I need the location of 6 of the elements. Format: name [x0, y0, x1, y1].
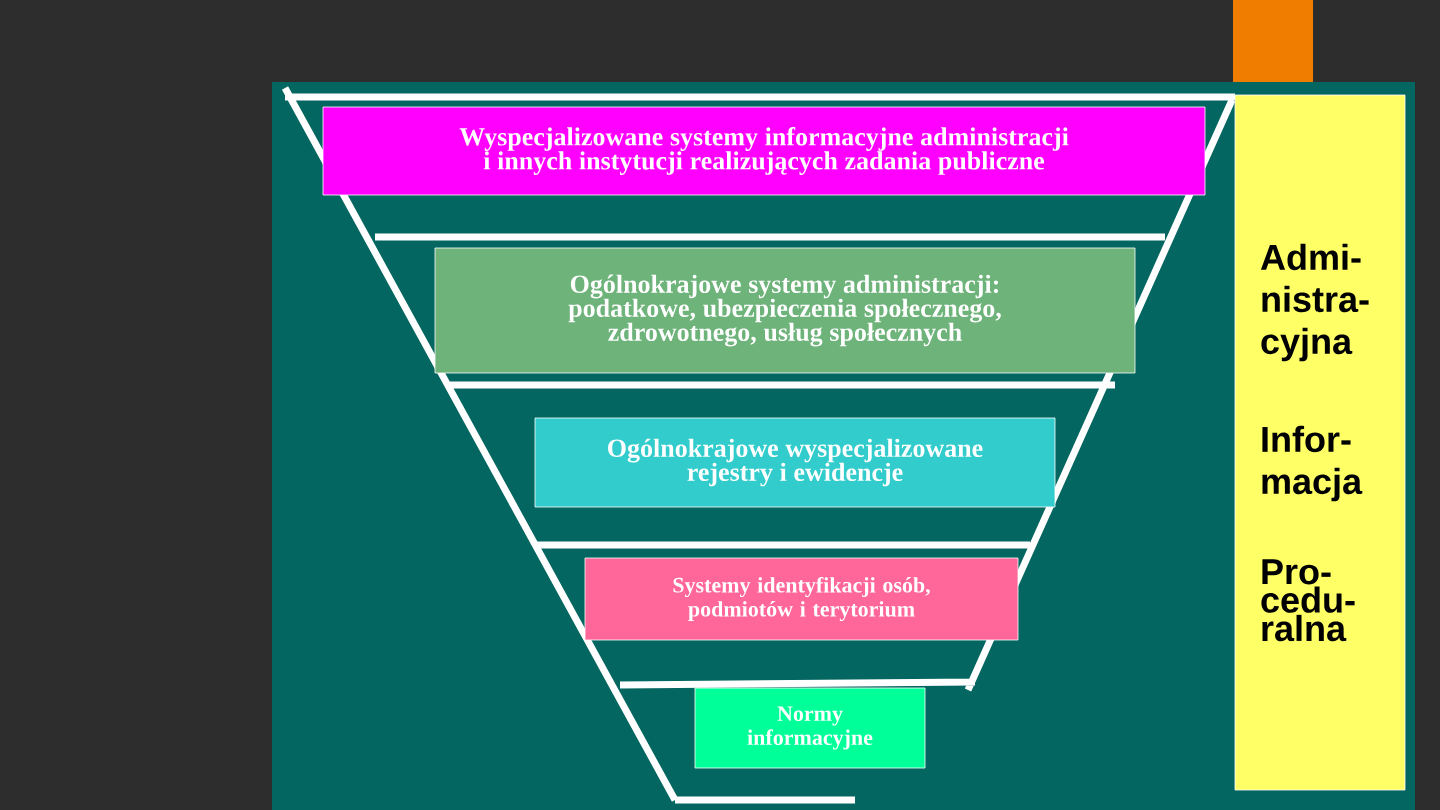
side-panel: Admi- nistra- cyjna Infor- macja Pro- cedu- ralna [1234, 94, 1406, 791]
funnel-level-box: Ogólnokrajowe wyspecjalizowane rejestry i ewidencje [534, 417, 1056, 508]
funnel-level-box: Wyspecjalizowane systemy informacyjne administracji i innych instytucji realizujących zadania publiczne [322, 106, 1206, 196]
funnel-level-box: Normy informacyjne [694, 687, 926, 769]
funnel-level-box: Systemy identyfikacji osób, podmiotów i terytorium [584, 557, 1019, 641]
funnel-level-box: Ogólnokrajowe systemy administracji: podatkowe, ubezpieczenia społecznego, zdrowotnego, usług społecznych [434, 247, 1136, 374]
